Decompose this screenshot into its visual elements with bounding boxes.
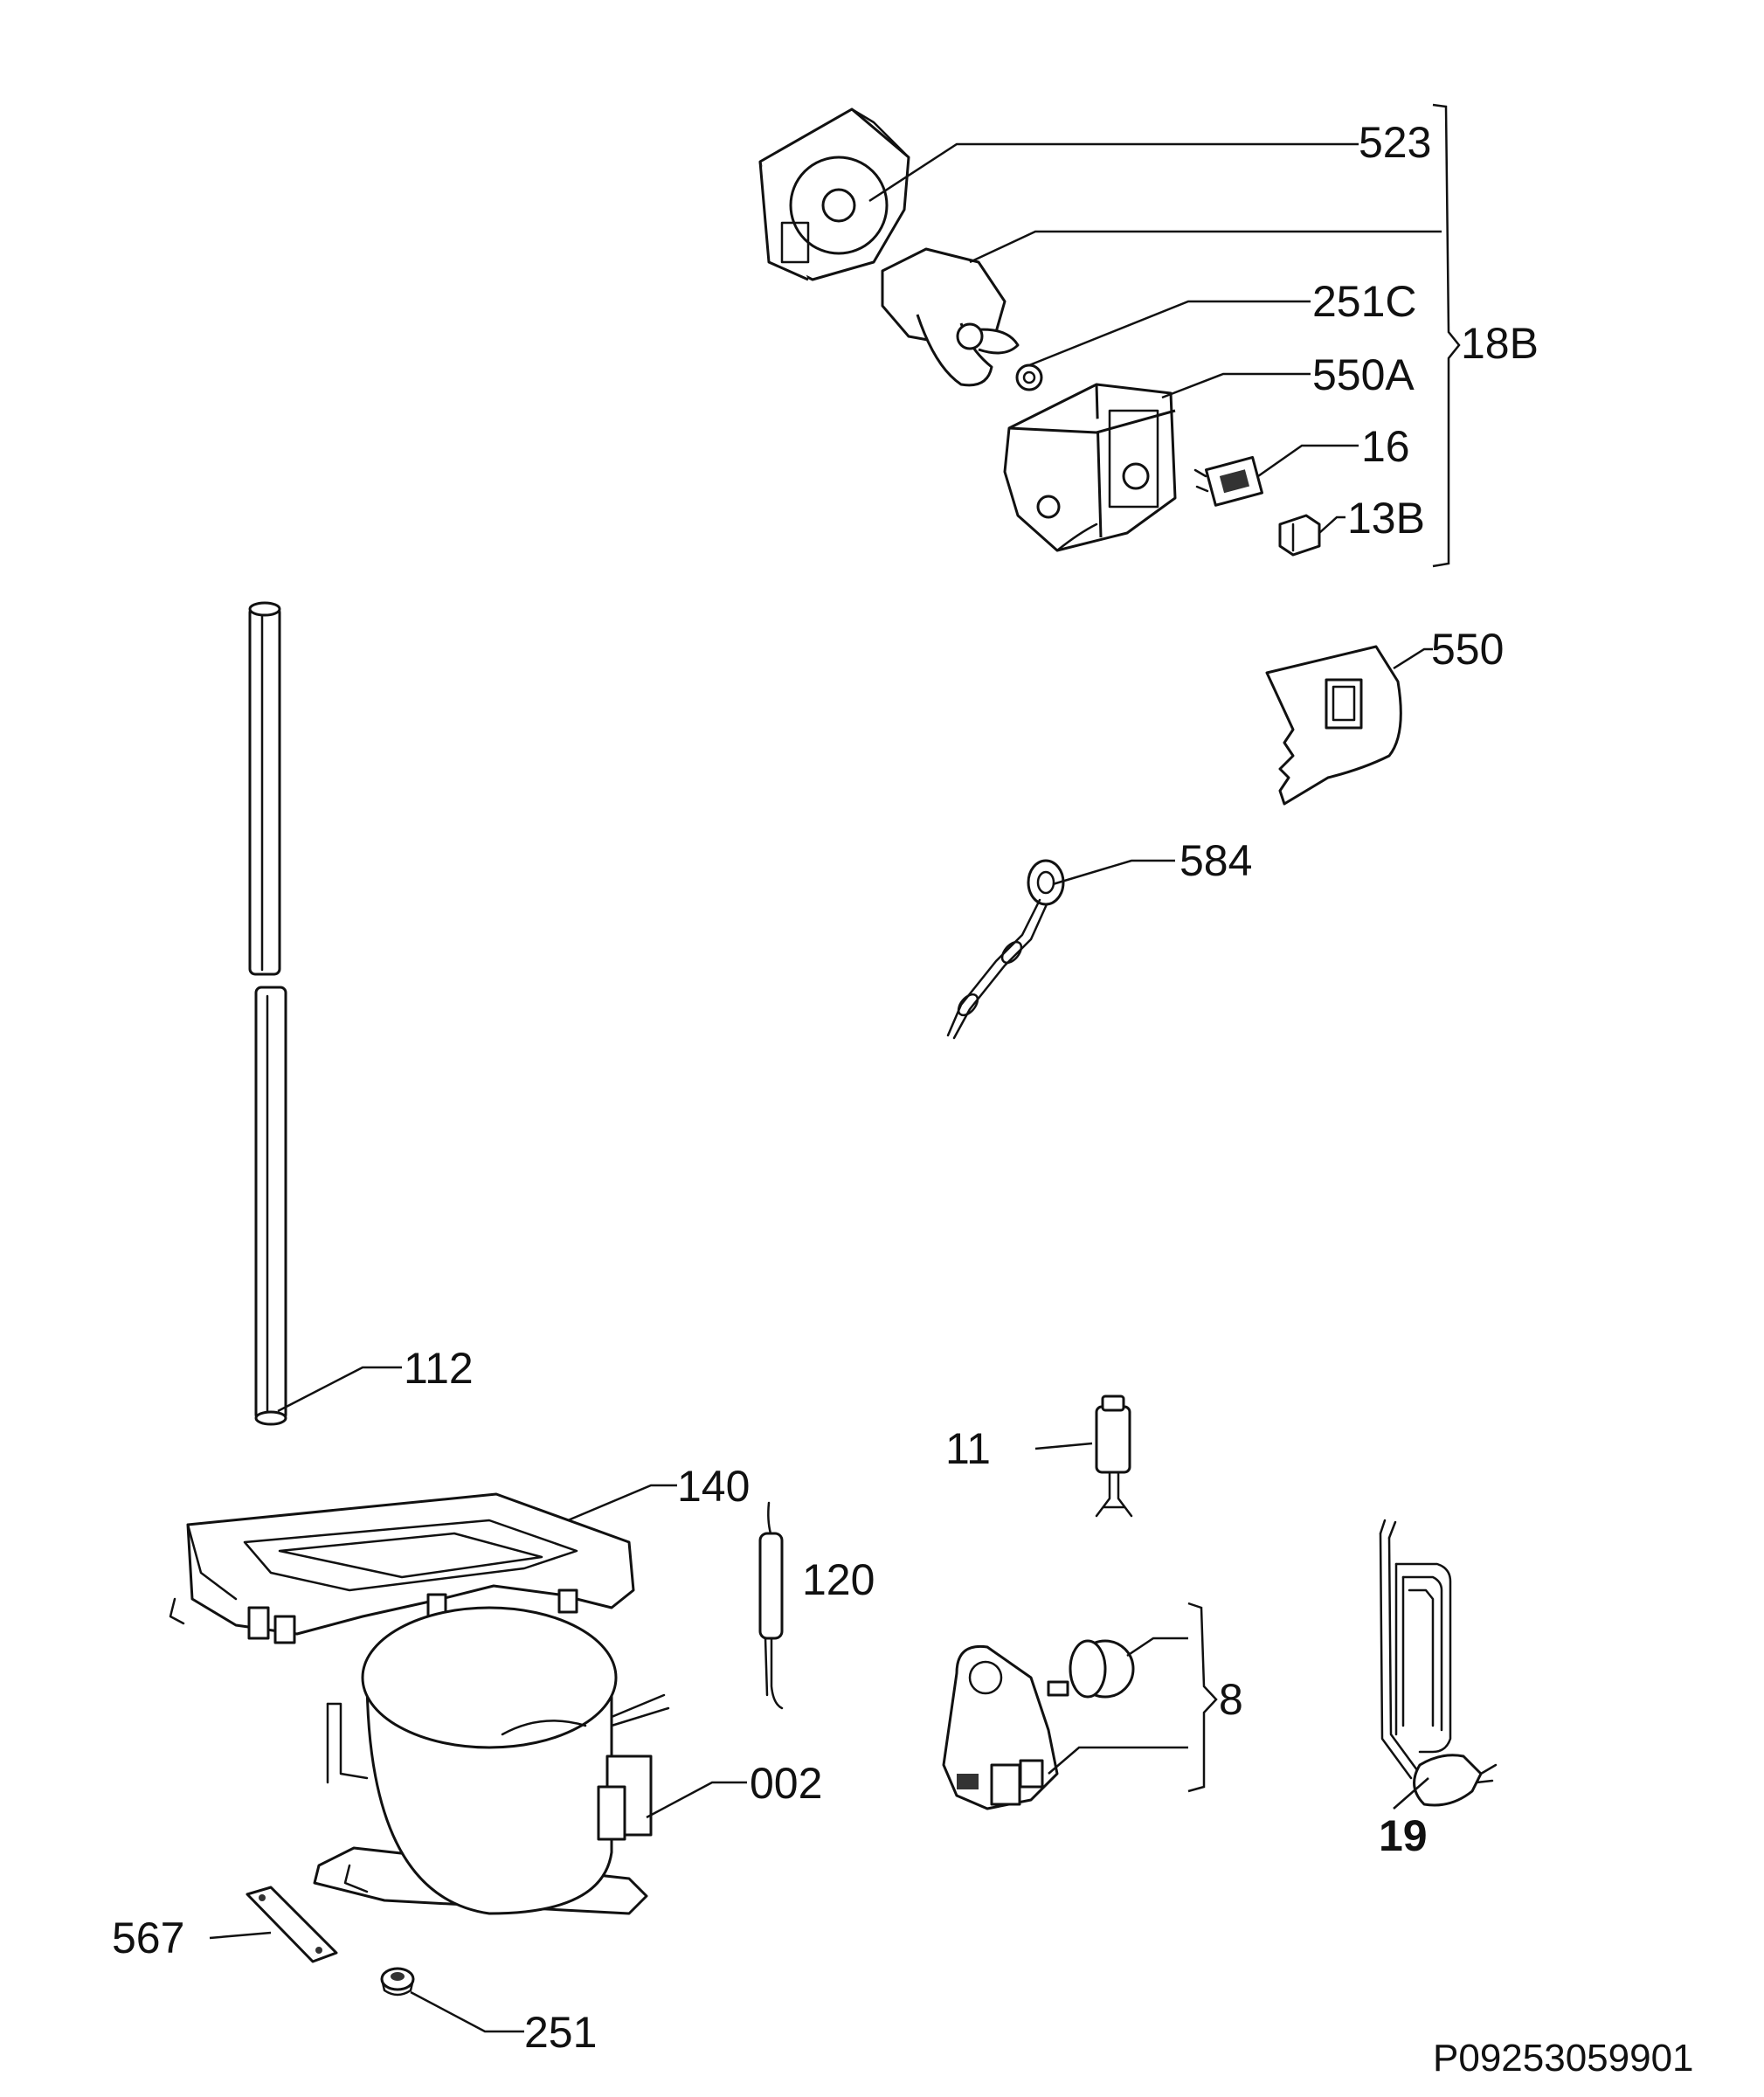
part-112-tube[interactable] — [248, 601, 287, 1426]
bracket-8 — [1187, 1602, 1218, 1793]
part-8-relay[interactable] — [942, 1639, 1135, 1810]
leader-11 — [1034, 1442, 1093, 1450]
label-251: 251 — [524, 2008, 597, 2057]
label-550a: 550A — [1312, 350, 1415, 399]
leader-550 — [1393, 647, 1433, 670]
label-584: 584 — [1179, 836, 1252, 885]
part-140-base-tray[interactable] — [169, 1492, 635, 1644]
label-112: 112 — [404, 1344, 474, 1393]
label-8: 8 — [1219, 1675, 1243, 1724]
label-567: 567 — [112, 1914, 184, 1962]
drawing-code: P09253059901 — [1433, 2037, 1694, 2080]
part-251-grommet[interactable] — [380, 1967, 415, 1997]
part-fan-motor[interactable] — [881, 247, 1020, 387]
leader-584 — [1052, 859, 1175, 886]
part-16-switch[interactable] — [1193, 455, 1263, 507]
bracket-18b — [1432, 103, 1461, 568]
part-19-heater[interactable] — [1379, 1519, 1498, 1807]
leader-19 — [1393, 1777, 1429, 1810]
part-13b-button[interactable] — [1278, 514, 1321, 557]
leader-251 — [410, 1990, 524, 2033]
label-523: 523 — [1359, 118, 1431, 167]
label-13b: 13B — [1347, 494, 1425, 543]
part-550-cover[interactable] — [1265, 645, 1402, 806]
leader-8b — [1048, 1746, 1188, 1775]
part-11-fuse[interactable] — [1095, 1395, 1133, 1518]
label-18b: 18B — [1461, 319, 1539, 368]
part-251c-grommet[interactable] — [1015, 363, 1043, 391]
leader-lines-18b — [868, 142, 1442, 534]
leader-140 — [567, 1484, 677, 1522]
leader-002 — [646, 1781, 747, 1819]
part-002-compressor[interactable] — [313, 1606, 670, 1915]
leader-112 — [277, 1366, 402, 1413]
part-567-strip[interactable] — [246, 1886, 338, 1963]
part-550a-housing[interactable] — [1003, 383, 1177, 552]
label-002: 002 — [750, 1759, 822, 1808]
label-550: 550 — [1431, 625, 1504, 674]
label-16: 16 — [1361, 422, 1410, 471]
label-19: 19 — [1379, 1811, 1428, 1860]
label-251c: 251C — [1312, 277, 1417, 326]
label-120: 120 — [802, 1555, 875, 1604]
part-523-fan-housing[interactable] — [758, 107, 910, 281]
leader-567 — [209, 1931, 272, 1940]
part-120-drier[interactable] — [758, 1501, 784, 1710]
part-584-sensor[interactable] — [946, 859, 1065, 1040]
leader-8a — [1126, 1637, 1188, 1658]
label-140: 140 — [677, 1462, 750, 1511]
label-11: 11 — [945, 1424, 991, 1473]
